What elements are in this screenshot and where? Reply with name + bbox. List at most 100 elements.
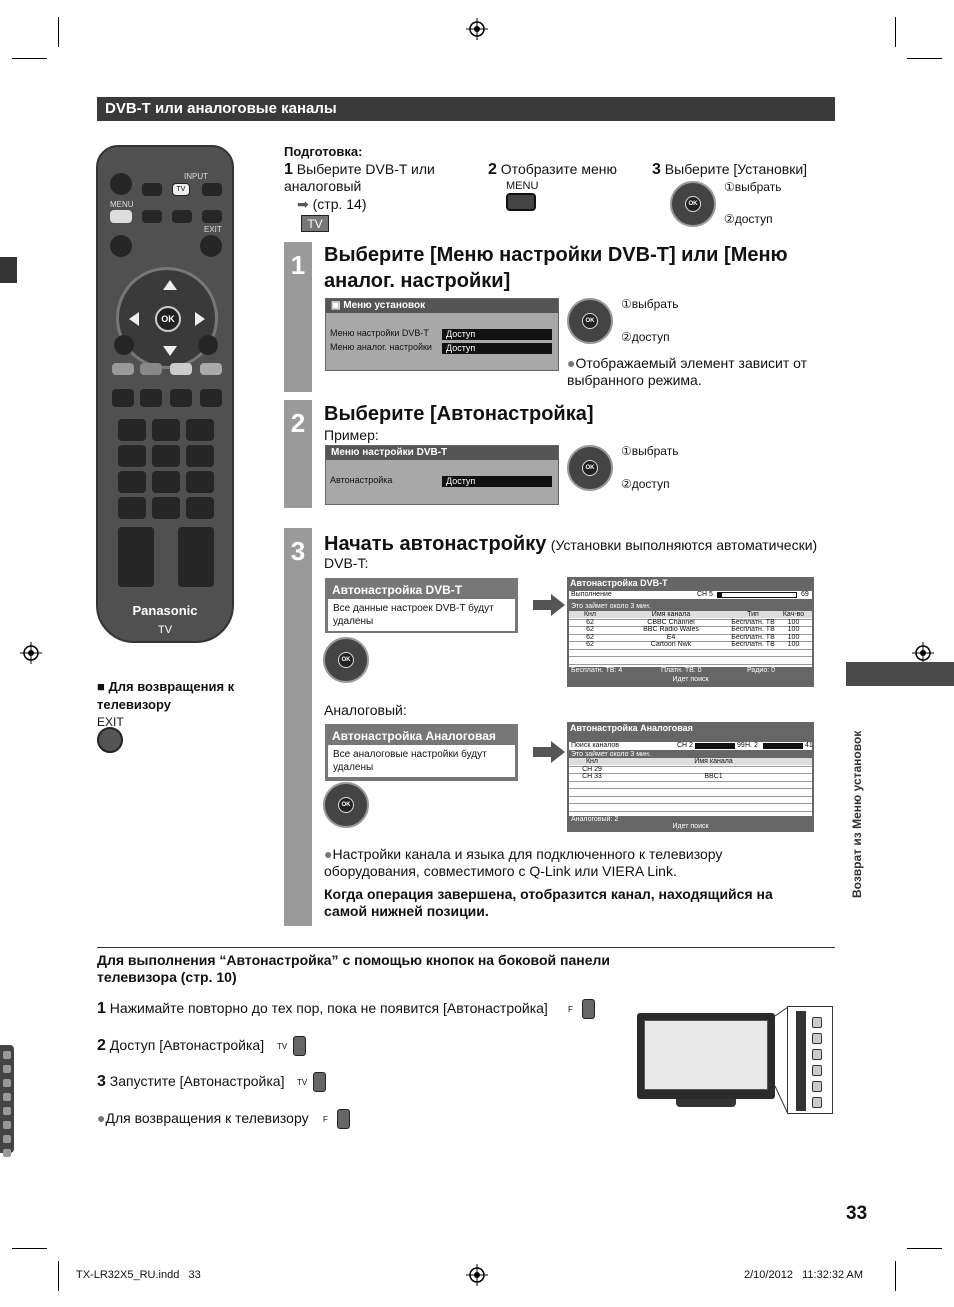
remote-button[interactable] [142,183,162,196]
table-header: Имя канала [615,758,812,765]
table-cell: Бесплатн. ТВ [731,641,775,648]
side-tv-button[interactable] [293,1036,306,1056]
progress-bar [763,743,803,749]
number-button[interactable] [186,497,214,519]
side-tv-button[interactable] [313,1072,326,1092]
progress-bar [695,743,735,749]
yellow-button[interactable] [170,363,192,375]
crop-mark [895,17,896,47]
exit-button[interactable] [97,727,123,753]
number-button[interactable] [118,445,146,467]
menu-row-label[interactable]: Автонастройка [330,475,393,485]
table-row [569,788,812,789]
side-tab [846,662,954,686]
remote-button[interactable] [200,389,222,407]
number-button[interactable] [118,471,146,493]
channel-rocker[interactable] [178,527,214,587]
remote-button[interactable] [140,389,162,407]
divider [97,947,835,948]
menu-row-label[interactable]: Меню настройки DVB-T [330,328,429,338]
side-panel-title: Для выполнения “Автонастройка” с помощью… [97,952,611,985]
key-label: TV [277,1042,288,1051]
menu-row-value[interactable]: Доступ [442,476,552,487]
exit-label: EXIT [204,225,222,234]
dvb-popup: Автонастройка DVB-T Все данные настроек … [325,578,518,633]
step-3-title: Начать автонастройку (Установки выполняю… [324,533,818,555]
crop-mark [12,58,47,59]
ok-dpad-icon: OK [323,782,369,828]
left-arrow-icon[interactable] [129,312,139,326]
search-row: Поиск каналов CH 2 99 Н. 2 41 [569,742,813,750]
remote-button[interactable] [142,210,162,223]
edge-block [0,257,17,283]
remote-button[interactable] [172,210,192,223]
key-label: F [323,1115,328,1124]
side-function-button[interactable] [582,999,595,1019]
prep-step-1: 1 Выберите DVB-T или аналоговый [284,161,435,194]
prep-step-1-ref: ➡ (стр. 14) [297,196,367,212]
side-function-button[interactable] [337,1109,350,1129]
remote-button[interactable] [202,210,222,223]
number-button[interactable] [186,445,214,467]
panel-button [812,1081,822,1092]
progress-row: Выполнение CH 5 69 [569,591,812,599]
remote-menu-button[interactable] [110,210,132,223]
tv-illustration [637,1013,775,1099]
volume-rocker[interactable] [118,527,154,587]
green-button[interactable] [140,363,162,375]
table-cell: Cartoon Nwk [650,641,692,648]
remote-exit-button[interactable] [200,235,222,257]
table-cell: CBBC Channel [647,618,695,626]
menu-button[interactable] [506,193,536,211]
remote-button[interactable] [202,183,222,196]
table-row [569,803,812,804]
number-button[interactable] [118,419,146,441]
crop-mark [907,1248,942,1249]
remote-button[interactable] [112,389,134,407]
table-row [569,780,812,782]
table-cell: Бесплатн. ТВ [731,618,775,626]
step-2-title: Выберите [Автонастройка] [324,403,594,425]
blue-button[interactable] [200,363,222,375]
remote-button[interactable] [198,335,218,355]
right-arrow-icon[interactable] [195,312,205,326]
table-cell: BBC1 [704,773,723,780]
tv-button[interactable]: TV [301,215,329,232]
step-1-note: ●Отображаемый элемент зависит от выбранн… [567,355,808,388]
table-cell: Бесплатн. ТВ [731,633,775,641]
number-button[interactable] [152,497,180,519]
page-number: 33 [846,1203,868,1224]
analog-footer: Аналоговый: 2 [571,816,619,823]
remote-option-button[interactable] [110,235,132,257]
dvb-label: DVB-T: [324,555,369,571]
side-panel-illustration [787,1006,833,1114]
menu-row-value[interactable]: Доступ [442,343,552,354]
table-cell: Бесплатн. ТВ [731,626,775,633]
remote-button[interactable] [170,389,192,407]
input-label: INPUT [184,172,208,181]
number-button[interactable] [186,419,214,441]
menu-row-label[interactable]: Меню аналог. настройки [330,342,432,352]
setup-menu: ▣ Меню установок Меню настройки DVB-T До… [325,298,559,371]
down-arrow-icon[interactable] [163,346,177,356]
table-row [569,618,812,620]
red-button[interactable] [112,363,134,375]
menu-row-value[interactable]: Доступ [442,329,552,340]
table-cell: 100 [787,618,800,626]
brand-logo: Panasonic [132,603,198,618]
remote-button[interactable] [114,335,134,355]
remote-tv-button[interactable]: TV [172,183,190,196]
power-button[interactable] [110,173,132,195]
number-button[interactable] [152,471,180,493]
table-row [569,626,812,627]
up-arrow-icon[interactable] [163,280,177,290]
remote-ok-button[interactable]: OK [155,306,181,332]
number-button[interactable] [152,445,180,467]
number-button[interactable] [118,497,146,519]
table-row [569,633,812,635]
number-button[interactable] [152,419,180,441]
select-label: ①выбрать [621,444,679,458]
table-cell: 62 [586,618,594,626]
number-button[interactable] [186,471,214,493]
